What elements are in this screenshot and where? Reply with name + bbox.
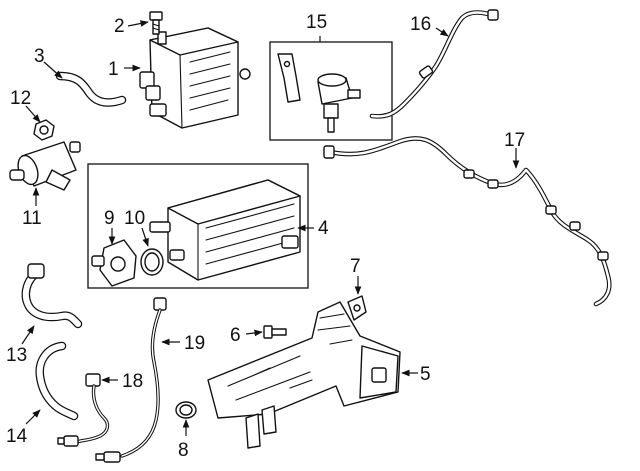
part-12-nut[interactable] [33,119,55,141]
part-11-filter[interactable] [9,141,81,191]
callout-2: 2 [114,16,125,37]
part-4-canister-assembly[interactable] [149,179,301,281]
callout-5: 5 [420,364,431,385]
callout-1: 1 [108,59,119,80]
callout-7: 7 [350,256,361,277]
callout-3: 3 [34,46,45,67]
part-15-frame [269,41,393,141]
callout-13: 13 [6,345,27,366]
callout-16: 16 [410,14,431,35]
callout-12: 12 [10,88,31,109]
callout-8: 8 [178,440,189,461]
part-17-tube-assembly[interactable] [323,136,612,307]
part-4-frame [87,163,309,289]
part-16-vent-tube[interactable] [369,9,499,119]
part-9-filter-element[interactable] [91,239,137,287]
part-7-clip[interactable] [347,295,367,321]
part-18-oxygen-sensor[interactable] [57,373,110,447]
part-3-hose[interactable] [55,71,127,107]
part-1-vapor-canister[interactable] [139,27,251,129]
callout-6: 6 [230,325,241,346]
part-14-hose[interactable] [35,341,79,421]
part-19-oxygen-sensor[interactable] [95,297,167,463]
part-10-o-ring[interactable] [140,248,164,276]
callout-17: 17 [504,130,525,151]
leader-lines [21,20,520,436]
callout-11: 11 [22,208,42,229]
callout-19: 19 [184,333,205,354]
part-13-hose[interactable] [21,263,83,329]
callout-10: 10 [124,208,145,229]
part-5-bracket[interactable] [207,301,401,449]
callout-15: 15 [306,12,327,33]
part-15-purge-valve[interactable] [277,53,361,133]
callout-9: 9 [104,208,115,229]
part-6-bolt[interactable] [263,325,287,339]
part-2-bolt[interactable] [149,11,163,35]
callout-4: 4 [318,218,329,239]
callout-14: 14 [6,426,28,447]
callout-18: 18 [122,371,143,392]
part-8-grommet[interactable] [175,401,197,419]
